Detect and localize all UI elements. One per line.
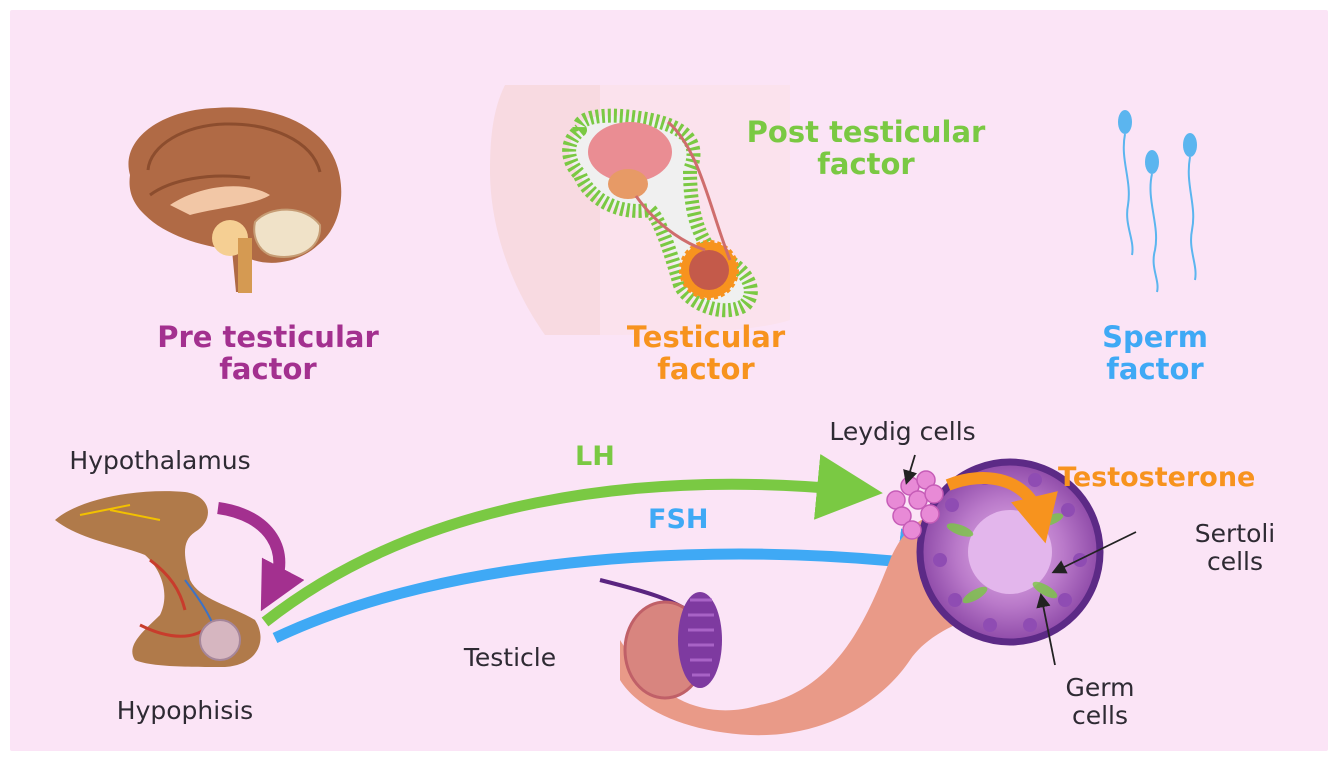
testicular-line1: Testicular xyxy=(606,321,806,353)
germ-line1: Germ xyxy=(1035,674,1165,702)
testicular-line2: factor xyxy=(606,353,806,385)
sertoli-line1: Sertoli xyxy=(1160,520,1310,548)
sperm-icon xyxy=(1118,110,1197,292)
testicular-factor-label: Testicular factor xyxy=(606,321,806,386)
germ-line2: cells xyxy=(1035,702,1165,730)
testosterone-label: Testosterone xyxy=(1058,463,1255,493)
sperm-line2: factor xyxy=(1085,353,1225,385)
pre-testicular-line2: factor xyxy=(148,353,388,385)
hypothalamus-arrow xyxy=(218,508,279,590)
hypophisis-label: Hypophisis xyxy=(75,697,295,725)
hypothalamus-label: Hypothalamus xyxy=(40,447,280,475)
leydig-cells-label: Leydig cells xyxy=(785,418,1020,446)
fsh-label: FSH xyxy=(648,505,709,535)
pituitary-gland-icon xyxy=(55,491,261,667)
pre-testicular-factor-label: Pre testicular factor xyxy=(148,321,388,386)
lh-label: LH xyxy=(575,442,615,472)
testicle-label: Testicle xyxy=(430,644,590,672)
leydig-pointer xyxy=(908,455,915,478)
sertoli-cells-label: Sertoli cells xyxy=(1160,520,1310,576)
pre-testicular-line1: Pre testicular xyxy=(148,321,388,353)
sertoli-line2: cells xyxy=(1160,548,1310,576)
post-testicular-line1: Post testicular xyxy=(738,116,994,148)
germ-cells-label: Germ cells xyxy=(1035,674,1165,730)
post-testicular-line2: factor xyxy=(738,148,994,180)
sperm-factor-label: Sperm factor xyxy=(1085,321,1225,386)
sperm-line1: Sperm xyxy=(1085,321,1225,353)
post-testicular-factor-label: Post testicular factor xyxy=(738,116,994,181)
fsh-arrow xyxy=(275,554,930,638)
brain-icon xyxy=(128,107,341,293)
